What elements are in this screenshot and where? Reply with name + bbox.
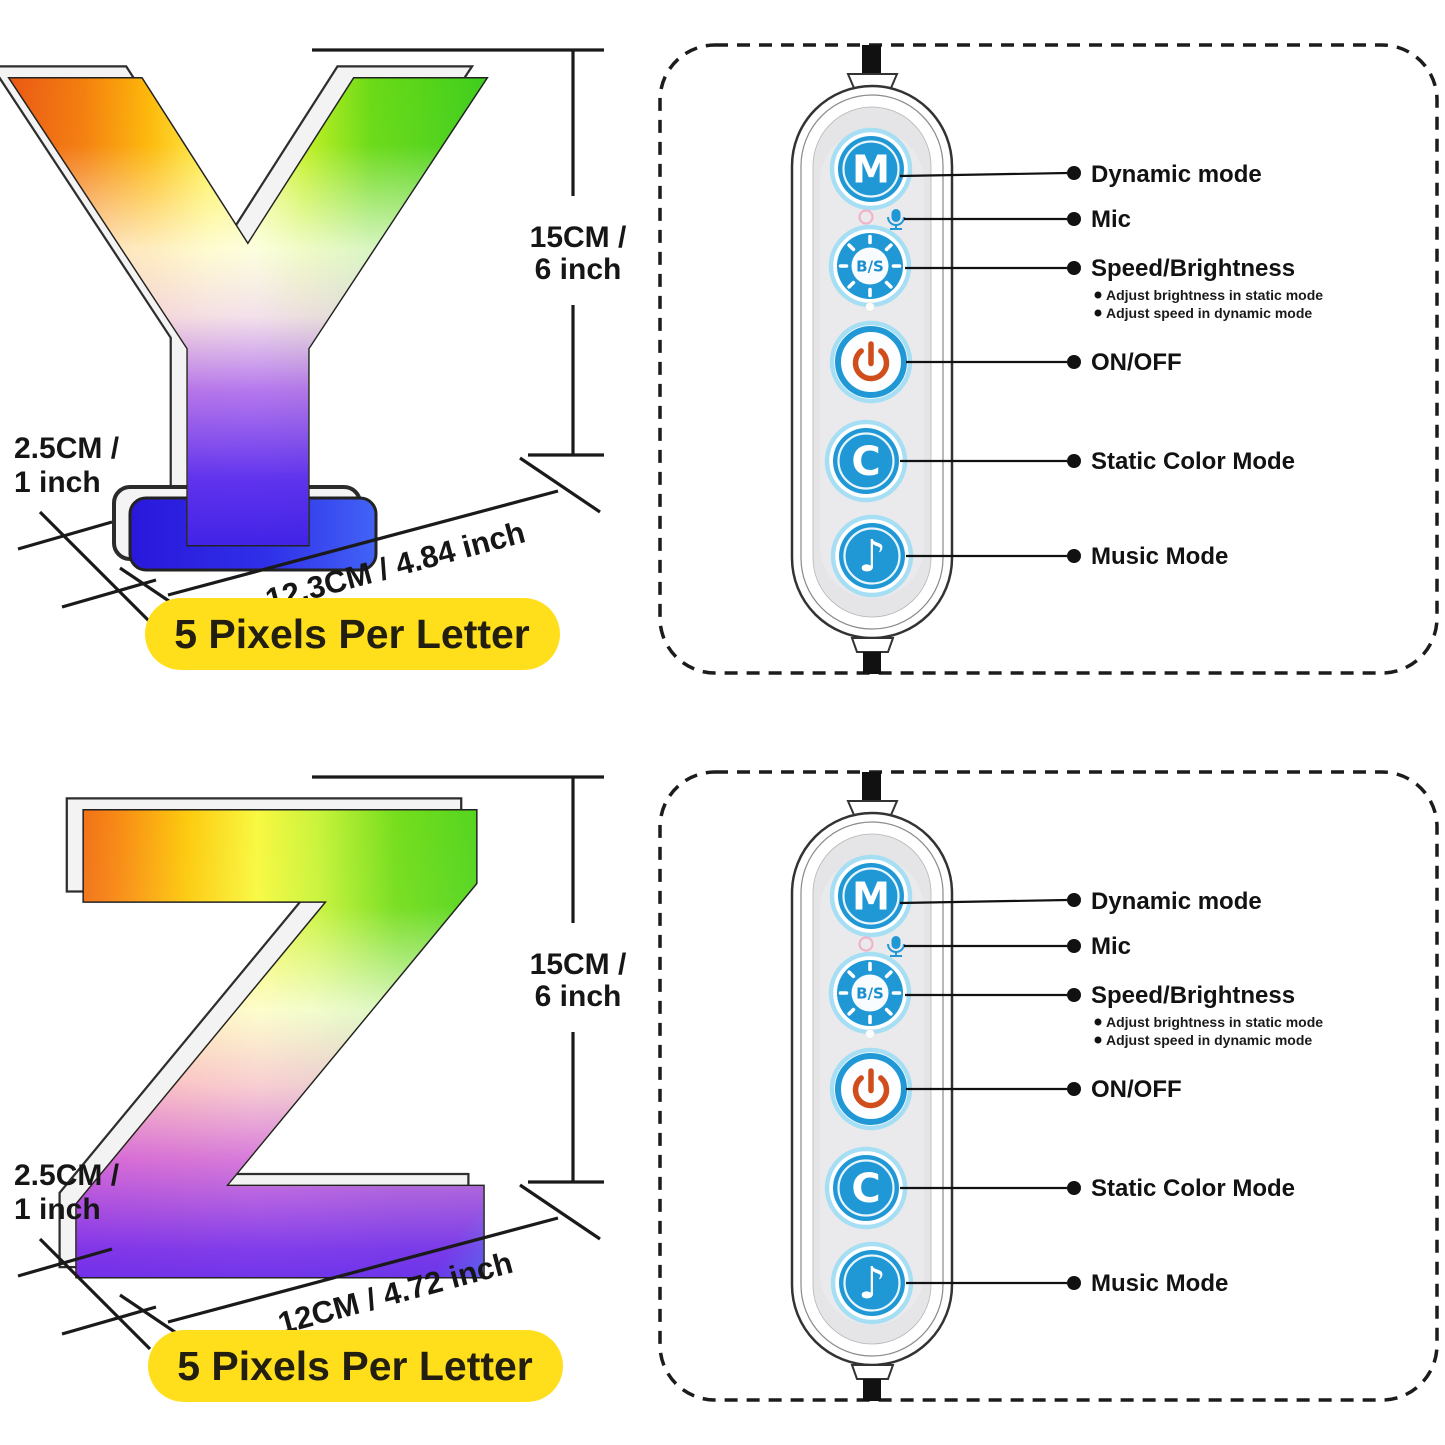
height-label-y-1: 15CM / xyxy=(530,221,627,254)
letter-y-glow-overlay: Y xyxy=(6,0,486,696)
letter-y-front: Y xyxy=(6,0,486,696)
pixels-badge-y-text: 5 Pixels Per Letter xyxy=(174,611,530,657)
controller-panel-top xyxy=(660,45,1437,674)
letter-z-cyan-overlay: Z xyxy=(48,683,512,1428)
panel-letter-z: Z Z Z Z 15CM / 6 inch 2.5CM / 1 inch 12C… xyxy=(14,670,627,1430)
letter-z-glow-overlay: Z xyxy=(48,683,512,1428)
depth-label-z-1: 2.5CM / xyxy=(14,1159,120,1192)
letter-y-extrusion: Y xyxy=(0,0,470,685)
depth-label-y-1: 2.5CM / xyxy=(14,432,120,465)
letter-z-front: Z xyxy=(48,683,512,1428)
panel-letter-y: Y Y Y 15CM / 6 inch 2.5CM / 1 inch 12.3C… xyxy=(0,0,627,698)
height-label-y-2: 6 inch xyxy=(535,253,622,286)
controller-panel-bottom xyxy=(660,772,1437,1401)
pixels-badge-z-text: 5 Pixels Per Letter xyxy=(177,1343,533,1389)
height-label-z-2: 6 inch xyxy=(535,980,622,1013)
pixels-badge-y: 5 Pixels Per Letter xyxy=(145,598,560,670)
letter-z-extrusion: Z xyxy=(32,672,496,1417)
pixels-badge-z: 5 Pixels Per Letter xyxy=(148,1330,563,1402)
letter-y-base xyxy=(128,496,378,572)
depth-label-z-2: 1 inch xyxy=(14,1193,101,1226)
height-label-z-1: 15CM / xyxy=(530,948,627,981)
letter-z-3d: Z Z Z Z xyxy=(30,670,514,1430)
letter-y-3d: Y Y Y xyxy=(0,0,488,698)
depth-label-y-2: 1 inch xyxy=(14,466,101,499)
